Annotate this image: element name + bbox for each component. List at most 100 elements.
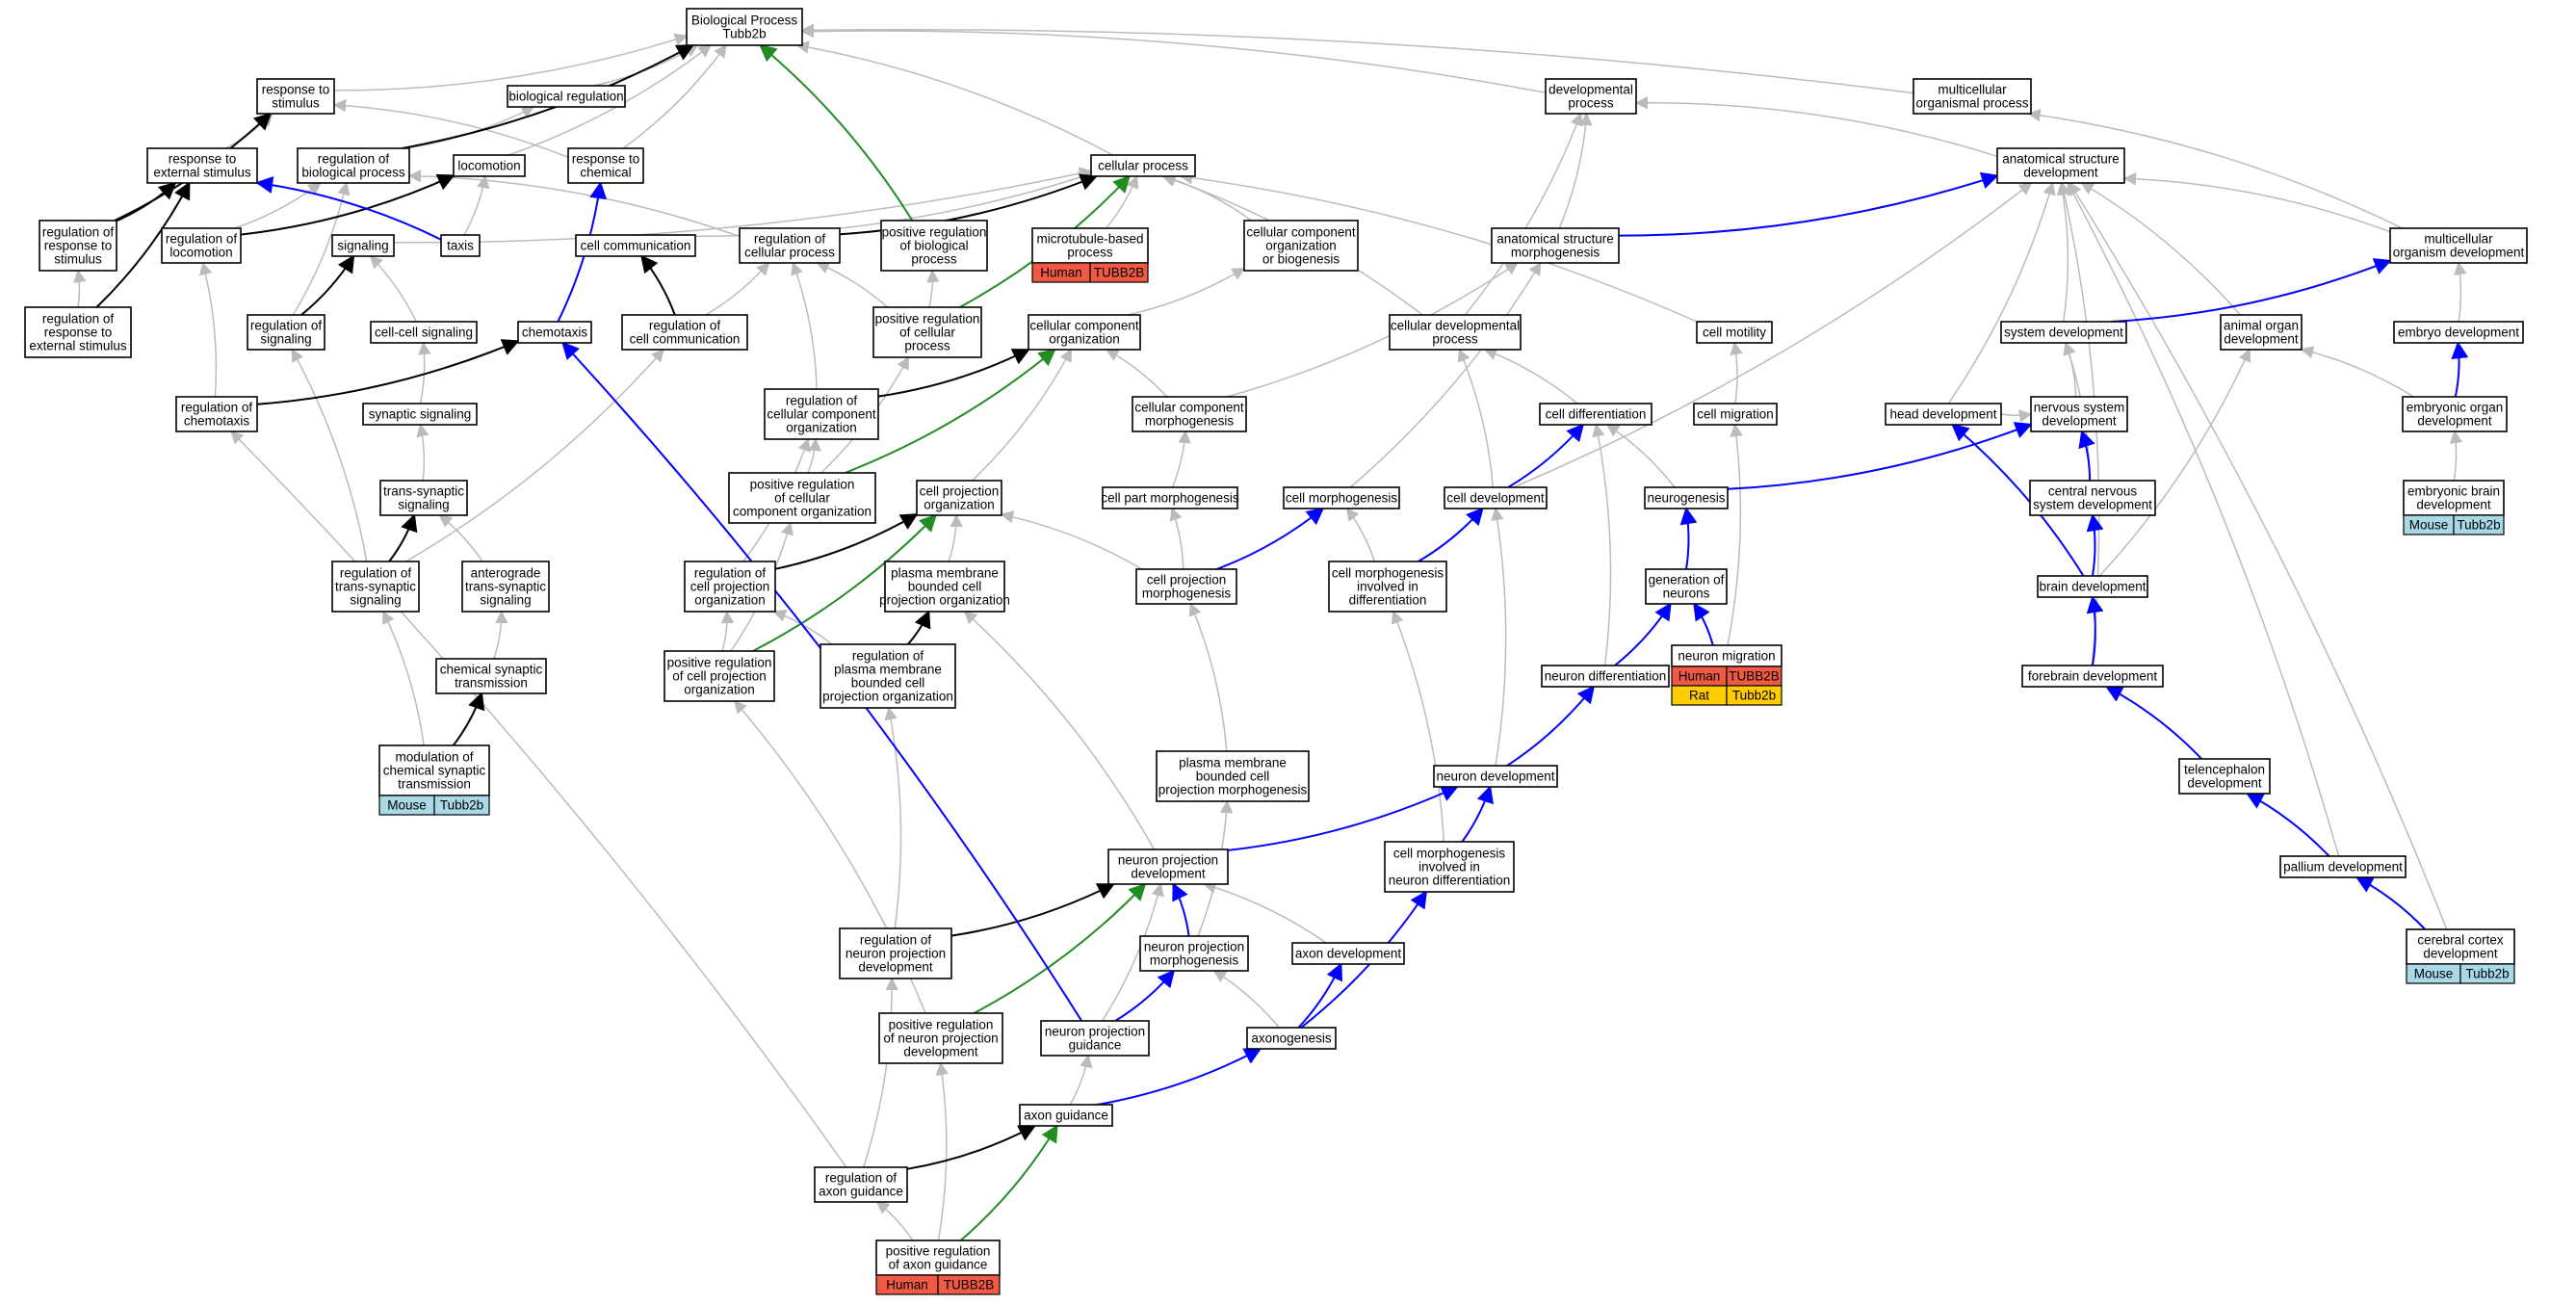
term-node-taxis[interactable]: taxis [440,234,481,257]
term-node-cell_proc[interactable]: cellular process [1090,154,1196,177]
term-label-line: guidance [1069,1038,1122,1053]
term-node-cell_migration[interactable]: cell migration [1693,403,1778,426]
term-node-syn_sig[interactable]: synaptic signaling [362,403,478,426]
term-box [1139,935,1249,972]
term-node-sys_dev[interactable]: system development [2000,321,2127,344]
term-box [567,147,644,184]
term-node-axonogenesis[interactable]: axonogenesis [1246,1027,1337,1050]
edge-blue-neurogenesis-to-ns_dev [1727,422,2033,490]
term-node-cell_cell_sig[interactable]: cell-cell signaling [370,321,478,344]
term-node-cell_diff[interactable]: cell differentiation [1539,403,1652,426]
term-node-chemotaxis[interactable]: chemotaxis [517,321,592,344]
term-box [331,561,420,613]
term-node-neurogenesis[interactable]: neurogenesis [1644,486,1729,509]
term-node-cell_motility[interactable]: cell motility [1696,321,1773,344]
term-node-brain_dev[interactable]: brain development [2037,575,2148,598]
term-label-line: transmission [455,676,528,691]
term-label-line: chemotaxis [184,414,250,429]
term-node-neuron_diff[interactable]: neuron differentiation [1541,665,1670,688]
term-label-line: development [2423,947,2498,961]
term-node-bio_reg[interactable]: biological regulation [507,85,626,108]
term-box [916,480,1002,516]
term-node-locomotion[interactable]: locomotion [453,154,526,177]
term-node-axon_dev[interactable]: axon development [1291,942,1405,965]
term-node-cell_morph[interactable]: cell morphogenesis [1283,486,1400,509]
term-node-embryo_dev[interactable]: embryo development [2393,321,2524,344]
term-label-line: differentiation [1349,593,1427,608]
term-node-forebrain[interactable]: forebrain development [2021,665,2164,688]
term-label-line: neuron projection [1045,1025,1145,1039]
edge-blue-axon_guidance-to-axonogenesis [1097,1048,1262,1106]
term-node-pallium[interactable]: pallium development [2279,855,2407,878]
term-label-line: organismal process [1915,96,2028,111]
term-node-signaling[interactable]: signaling [331,234,395,257]
term-node-head_dev[interactable]: head development [1885,403,2002,426]
term-node-cell_comm[interactable]: cell communication [575,234,696,257]
term-box [370,321,478,344]
gene-label: TUBB2B [1729,669,1780,684]
term-node-cell_part_morph[interactable]: cell part morphogenesis [1101,486,1239,509]
term-node-axon_guidance[interactable]: axon guidance [1019,1104,1113,1127]
species-label: Human [1678,669,1721,684]
term-label-line: cellular component [1134,401,1244,415]
term-node-neuron_dev[interactable]: neuron development [1433,765,1558,788]
term-node-cell_dev[interactable]: cell development [1444,486,1548,509]
